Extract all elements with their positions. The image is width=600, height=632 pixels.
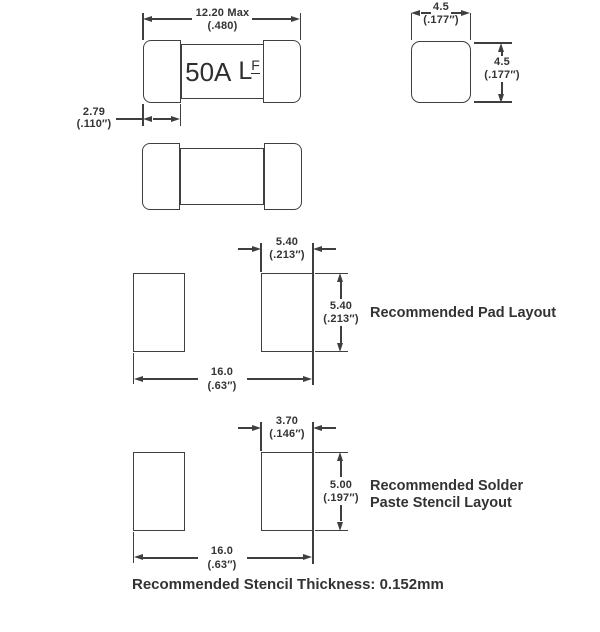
dimension-line: [340, 326, 342, 343]
dim-length-inch: (.480): [207, 19, 238, 32]
dimension-line: [247, 557, 303, 559]
arrowhead-down-icon: [337, 521, 344, 531]
pad-rect-right: [261, 273, 313, 352]
pad-layout-label: Recommended Pad Layout: [370, 305, 557, 321]
dim-end-height-inch: (.177″): [484, 68, 520, 81]
extension-line: [132, 532, 135, 563]
stencil-layout-label: Recommended Solder Paste Stencil Layout: [370, 478, 523, 511]
arrowhead-up-icon: [337, 273, 344, 283]
arrowhead-left-icon: [313, 245, 322, 252]
stencil-rect-right: [261, 452, 313, 531]
extension-line: [314, 451, 348, 454]
fuse-end-cap-right: [264, 143, 302, 210]
dim-stencil-height-inch: (.197″): [323, 491, 359, 504]
arrowhead-up-icon: [498, 42, 505, 52]
dim-cap-mm: 2.79: [82, 105, 106, 118]
dimension-line: [322, 427, 336, 429]
extension-line: [410, 13, 413, 40]
fuse-body: [180, 148, 264, 205]
extension-line: [260, 243, 262, 272]
dimension-line: [501, 82, 503, 94]
extension-line: [142, 13, 144, 40]
extension-line: [312, 243, 314, 385]
arrowhead-down-icon: [498, 93, 505, 103]
fuse-end-cap-right: [263, 40, 301, 103]
extension-line: [260, 422, 262, 451]
stencil-thickness-note: Recommended Stencil Thickness: 0.152mm: [132, 576, 444, 593]
extension-line: [314, 272, 348, 275]
arrowhead-right-icon: [291, 15, 301, 22]
extension-line: [299, 13, 301, 40]
dim-cap-inch: (.110″): [76, 118, 112, 130]
arrowhead-left-icon: [411, 9, 421, 16]
stencil-layout-label-line2: Paste Stencil Layout: [370, 494, 512, 511]
end-cap-square: [411, 41, 471, 103]
arrowhead-right-icon: [252, 424, 261, 431]
dimension-line: [252, 18, 291, 20]
dim-end-width-mm: 4.5: [433, 1, 449, 13]
dimension-line: [142, 557, 198, 559]
arrowhead-left-icon: [133, 554, 143, 561]
dim-stencil-span-inch: (.63″): [207, 558, 237, 571]
dimension-line: [238, 427, 252, 429]
extension-line: [179, 104, 182, 126]
stencil-layout-label-line1: Recommended Solder: [370, 478, 524, 494]
dim-length-mm: 12.20 Max: [195, 6, 250, 19]
dim-end-height-mm: 4.5: [494, 56, 510, 68]
dim-pad-span-inch: (.63″): [207, 379, 237, 392]
extension-line: [314, 529, 348, 532]
extension-line: [132, 353, 135, 384]
extension-line: [474, 42, 512, 44]
amp-rating: 50A: [185, 56, 232, 87]
extension-line: [314, 350, 348, 353]
dim-stencil-height-mm: 5.00: [329, 479, 353, 491]
dim-end-width-inch: (.177″): [423, 13, 459, 26]
dimension-line: [152, 18, 192, 20]
extension-line: [474, 101, 512, 103]
dimension-line: [142, 378, 198, 380]
pad-rect-left: [133, 273, 185, 352]
stencil-rect-left: [133, 452, 185, 531]
dim-pad-height-mm: 5.40: [329, 300, 353, 312]
extension-line: [469, 13, 472, 40]
dimension-line: [340, 282, 342, 299]
dimension-line: [420, 12, 431, 14]
leader-line: [116, 118, 142, 120]
arrowhead-right-icon: [461, 9, 471, 16]
arrowhead-down-icon: [337, 342, 344, 352]
dimension-line: [451, 12, 461, 14]
arrowhead-right-icon: [252, 245, 261, 252]
arrowhead-right-icon: [303, 375, 313, 382]
dimension-line: [501, 51, 503, 56]
dim-stencil-width-inch: (.146″): [269, 427, 305, 440]
dim-pad-span-mm: 16.0: [210, 366, 234, 378]
dim-stencil-span-mm: 16.0: [210, 544, 234, 557]
arrowhead-left-icon: [142, 115, 152, 122]
arrowhead-right-icon: [303, 554, 313, 561]
dim-pad-width-inch: (.213″): [269, 248, 305, 261]
extension-line: [142, 104, 144, 126]
arrowhead-left-icon: [313, 424, 322, 431]
dim-pad-width-mm: 5.40: [275, 236, 299, 248]
dimension-line: [340, 505, 342, 521]
arrowhead-up-icon: [337, 452, 344, 462]
fuse-end-cap-left: [143, 40, 181, 103]
extension-line: [312, 422, 314, 564]
dimension-line: [247, 378, 303, 380]
dim-stencil-width-mm: 3.70: [275, 415, 299, 427]
fuse-end-cap-left: [142, 143, 180, 210]
dimension-line: [152, 118, 171, 120]
dim-pad-height-inch: (.213″): [323, 312, 359, 325]
arrowhead-right-icon: [171, 115, 181, 122]
arrowhead-left-icon: [133, 375, 143, 382]
dimension-line: [340, 461, 342, 477]
arrowhead-left-icon: [143, 15, 152, 22]
dimension-line: [238, 248, 252, 250]
dimension-line: [322, 248, 336, 250]
